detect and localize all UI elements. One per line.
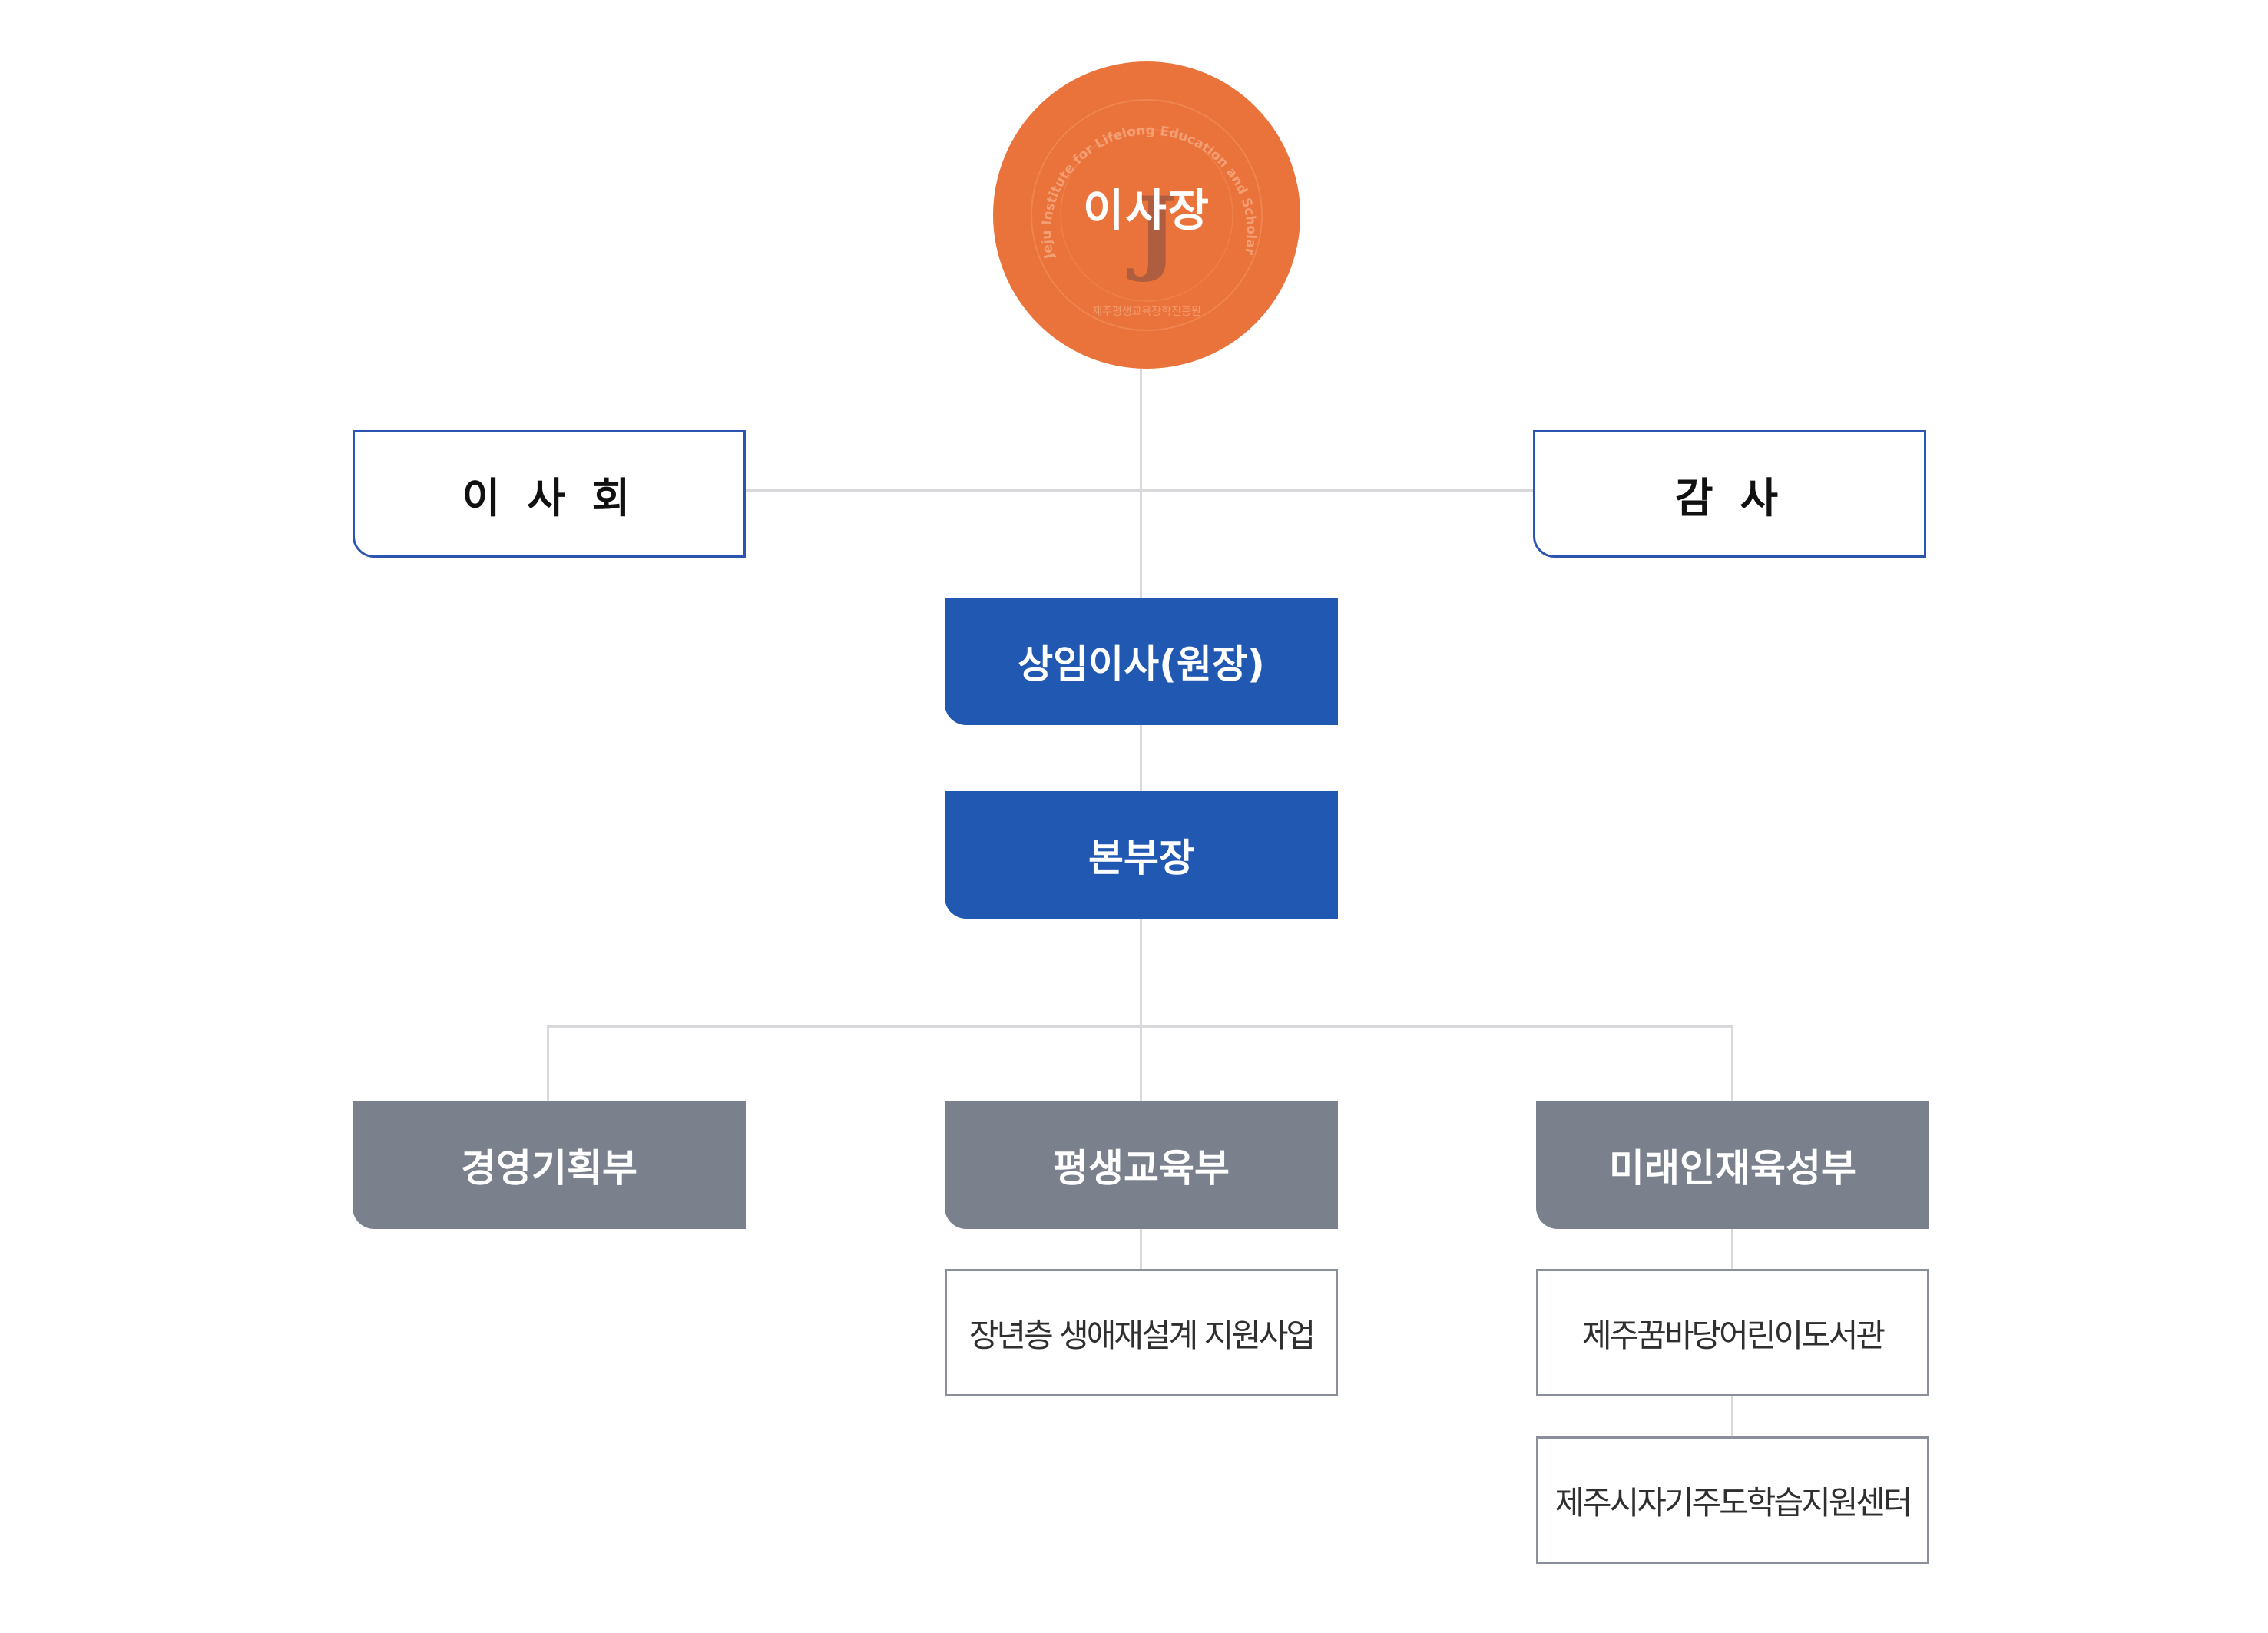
connector-lifelong-to-program bbox=[1140, 1229, 1142, 1269]
connector-chairman-to-head bbox=[1140, 369, 1142, 1152]
program-self-directed-learning-center: 제주시자기주도학습지원센터 bbox=[1536, 1436, 1929, 1564]
department-future-talent: 미래인재육성부 bbox=[1536, 1101, 1929, 1229]
board-node: 이 사 회 bbox=[353, 430, 746, 558]
department-label: 미래인재육성부 bbox=[1609, 1146, 1856, 1191]
connector-departments-horizontal bbox=[547, 1025, 1733, 1028]
auditor-node: 감 사 bbox=[1533, 430, 1926, 558]
chairman-title: 이사장 bbox=[1082, 184, 1211, 237]
program-label: 제주꿈바당어린이도서관 bbox=[1581, 1316, 1886, 1354]
connector-to-management-dept bbox=[547, 1025, 549, 1102]
department-label: 평생교육부 bbox=[1053, 1146, 1230, 1191]
program-children-library: 제주꿈바당어린이도서관 bbox=[1536, 1269, 1929, 1396]
department-lifelong-education: 평생교육부 bbox=[945, 1101, 1338, 1229]
chairman-node: Jeju Institute for Lifelong Education an… bbox=[993, 61, 1300, 369]
department-label: 경영기획부 bbox=[461, 1146, 637, 1191]
institute-seal-icon: Jeju Institute for Lifelong Education an… bbox=[993, 61, 1263, 331]
board-label: 이 사 회 bbox=[462, 473, 637, 522]
head-of-division-label: 본부장 bbox=[1088, 836, 1194, 880]
standing-director-label: 상임이사(원장) bbox=[1018, 642, 1265, 687]
program-label: 제주시자기주도학습지원센터 bbox=[1554, 1483, 1912, 1522]
department-management-planning: 경영기획부 bbox=[353, 1101, 746, 1229]
seal-mark: J bbox=[1127, 177, 1178, 285]
program-label: 장년층 생애재설계 지원사업 bbox=[968, 1316, 1316, 1354]
auditor-label: 감 사 bbox=[1674, 473, 1785, 522]
head-of-division-node: 본부장 bbox=[945, 791, 1338, 919]
program-midlife-redesign: 장년층 생애재설계 지원사업 bbox=[945, 1269, 1338, 1396]
standing-director-node: 상임이사(원장) bbox=[945, 598, 1338, 725]
seal-bottom-text: 제주평생교육장학진흥원 bbox=[1092, 306, 1201, 318]
connector-to-future-dept bbox=[1731, 1025, 1733, 1102]
connector-board-auditor bbox=[745, 489, 1533, 492]
